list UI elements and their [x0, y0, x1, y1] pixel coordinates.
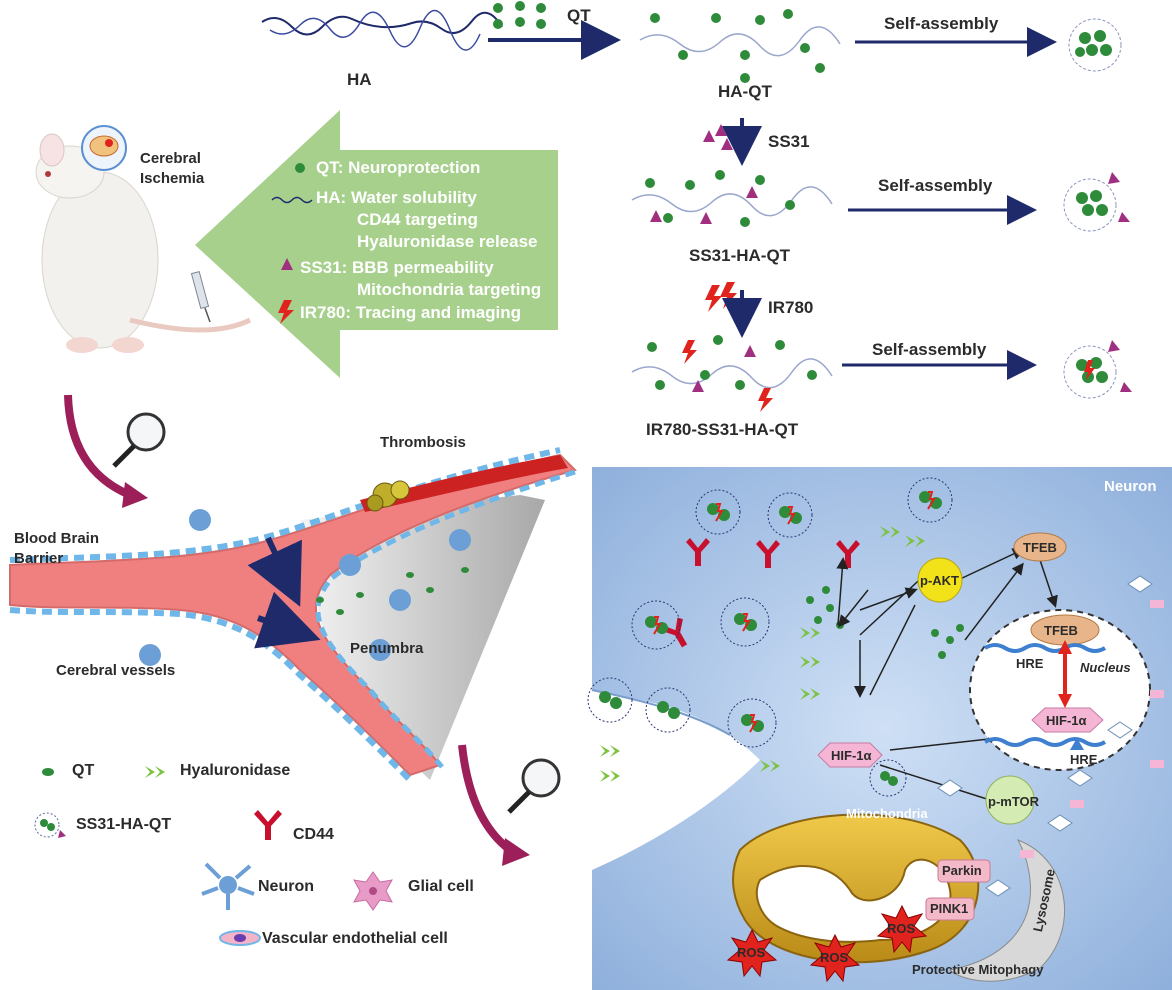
tfeb-cytoplasm — [1013, 532, 1067, 562]
thrombosis-label: Thrombosis — [380, 434, 466, 451]
neuron-nanoparticles — [587, 477, 953, 797]
syringe-icon — [190, 270, 211, 323]
function-ss31-1: SS31: BBB permeability — [300, 258, 494, 277]
legend-neuron-icon — [201, 862, 255, 910]
self-assembly-label-1: Self-assembly — [884, 14, 999, 33]
legend-cd44-label: CD44 — [293, 826, 334, 843]
hif-nucleus-label: HIF-1α — [1046, 713, 1087, 728]
hif-nucleus-node — [1031, 707, 1104, 733]
ha-chain-icon — [271, 196, 313, 204]
p-mtor-node — [985, 775, 1035, 825]
ha-label: HA — [347, 70, 372, 89]
ir780-ss31-ha-qt-label: IR780-SS31-HA-QT — [646, 420, 799, 439]
brain-thought-bubble — [81, 125, 127, 171]
magnifier-icon-1 — [112, 412, 166, 468]
ir780-bolt-icon — [278, 300, 294, 324]
pink1-box — [925, 897, 975, 921]
ir780-reagent — [705, 282, 737, 312]
bbb-label-2: Barrier — [14, 550, 64, 567]
hif-cytoplasm-node — [817, 742, 883, 768]
self-assembly-label-2: Self-assembly — [878, 176, 993, 195]
cerebral-label: Cerebral — [140, 150, 201, 167]
lysosome — [948, 839, 1066, 982]
p-akt-label: p-AKT — [920, 573, 959, 588]
ros-bursts — [726, 904, 928, 983]
qt-reagent-dots — [493, 1, 546, 29]
function-qt: QT: Neuroprotection — [316, 158, 481, 177]
ros-label-3: ROS — [887, 921, 916, 936]
ir780-ss31-ha-qt-chain — [631, 358, 833, 389]
function-ss31-2: Mitochondria targeting — [357, 280, 542, 299]
p-akt-node — [917, 557, 963, 603]
mouse-illustration — [35, 133, 252, 353]
parkin-box — [937, 859, 991, 883]
ha-qt-label: HA-QT — [718, 82, 772, 101]
cerebral-vessels-label: Cerebral vessels — [56, 662, 176, 679]
ss31-ha-qt-label: SS31-HA-QT — [689, 246, 791, 265]
ros-label-1: ROS — [737, 945, 766, 960]
thrombosis-clot — [366, 480, 410, 512]
protective-mitophagy-label: Protective Mitophagy — [912, 962, 1044, 977]
qt-dot-icon — [295, 163, 305, 173]
qt-in-penumbra — [316, 567, 469, 615]
legend-glial-icon — [353, 871, 393, 911]
ros-label-2: ROS — [820, 950, 849, 965]
mitochondria-label: Mitochondria — [846, 806, 928, 821]
parkin-label: Parkin — [942, 863, 982, 878]
pink1-label: PINK1 — [930, 901, 969, 916]
arrow-to-neuron-curve — [458, 744, 530, 866]
ss31-triangle-icon — [281, 258, 293, 270]
synthesis-scheme — [261, 1, 1132, 412]
bbb-label-1: Blood Brain — [14, 530, 99, 547]
ir780-reagent-label: IR780 — [768, 298, 814, 317]
function-ha-1: HA: Water solubility — [316, 188, 477, 207]
neuron-panel-label: Neuron — [1104, 478, 1157, 495]
tfeb-label: TFEB — [1023, 540, 1057, 555]
legend-hyaluronidase-icon — [145, 766, 165, 778]
legend-glial-label: Glial cell — [408, 878, 474, 895]
hyaluronidase-markers — [600, 526, 925, 782]
legend-endothelial-icon — [219, 930, 261, 946]
function-ir780: IR780: Tracing and imaging — [300, 303, 522, 322]
hif-label: HIF-1α — [831, 748, 872, 763]
autophagy-cargo — [937, 575, 1164, 897]
qt-reagent-label: QT — [567, 6, 591, 25]
ha-polymer-chain — [261, 11, 503, 36]
legend-ss31-ha-qt-label: SS31-HA-QT — [76, 816, 172, 833]
ha-qt-chain — [639, 26, 841, 57]
magnifier-icon-2 — [507, 758, 561, 814]
legend-qt-label: QT — [72, 762, 95, 779]
ss31-ha-qt-nanoparticle — [1063, 172, 1130, 232]
vessel-wall-cells — [9, 447, 561, 563]
legend-ss31-ha-qt-icon — [34, 812, 66, 838]
tfeb-nucleus-label: TFEB — [1044, 623, 1078, 638]
penumbra-label: Penumbra — [350, 640, 424, 657]
legend-neuron-label: Neuron — [258, 878, 314, 895]
legend-endothelial-label: Vascular endothelial cell — [262, 930, 448, 947]
neuron-cells-in-penumbra — [139, 509, 471, 666]
dna-strand-2 — [983, 737, 1107, 747]
p-mtor-label: p-mTOR — [988, 794, 1040, 809]
ss31-ha-qt-chain — [631, 186, 833, 217]
legend-qt-icon — [42, 768, 54, 776]
dna-strand-1 — [983, 643, 1107, 653]
nucleus-label: Nucleus — [1080, 660, 1131, 675]
arrow-to-vessel-curve — [64, 394, 148, 508]
ir780-ss31-ha-qt-nanoparticle — [1063, 340, 1132, 399]
cd44-receptors — [662, 538, 860, 648]
hre-label-1: HRE — [1016, 656, 1044, 671]
function-ha-2: CD44 targeting — [357, 210, 478, 229]
hre-label-2: HRE — [1070, 752, 1098, 767]
vessel-flow-arrows — [247, 536, 321, 649]
thrombus — [360, 455, 568, 512]
ha-qt-nanoparticle — [1068, 18, 1122, 72]
ischemia-label: Ischemia — [140, 170, 205, 187]
ss31-reagent-label: SS31 — [768, 132, 810, 151]
legend-cd44-icon — [254, 810, 282, 840]
legend-hyaluronidase-label: Hyaluronidase — [180, 762, 291, 779]
legend — [34, 766, 393, 946]
function-ha-3: Hyaluronidase release — [357, 232, 538, 251]
self-assembly-label-3: Self-assembly — [872, 340, 987, 359]
